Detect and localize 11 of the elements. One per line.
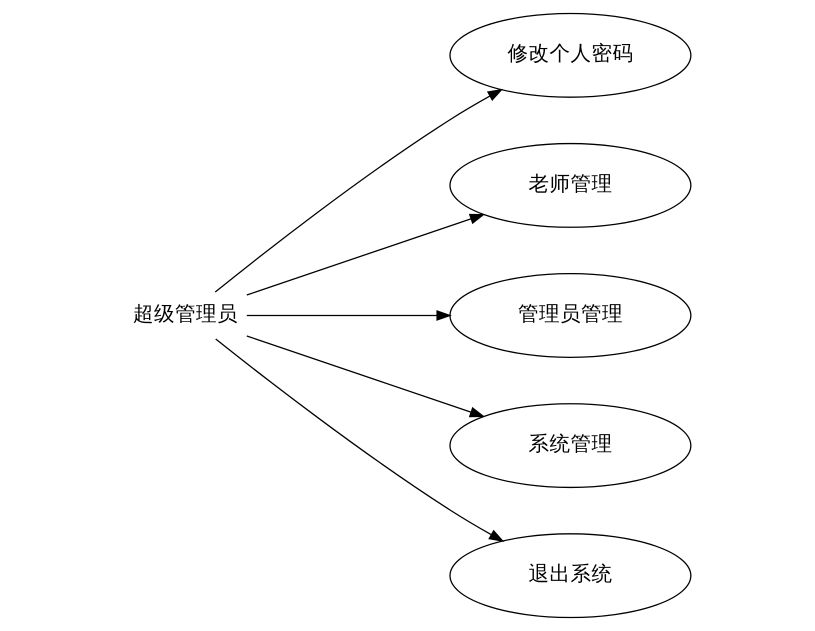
node-ellipse: 老师管理 bbox=[449, 142, 692, 228]
arrow bbox=[215, 338, 504, 542]
arrow bbox=[214, 88, 504, 293]
arrow bbox=[246, 335, 486, 418]
arrow bbox=[246, 214, 486, 296]
arrow bbox=[246, 310, 452, 321]
node-ellipse: 修改个人密码 bbox=[449, 12, 692, 98]
node-ellipse: 管理员管理 bbox=[449, 273, 692, 358]
node-ellipse: 系统管理 bbox=[449, 403, 692, 488]
node-text: 超级管理员 bbox=[132, 301, 238, 326]
node-ellipse: 退出系统 bbox=[449, 533, 692, 618]
